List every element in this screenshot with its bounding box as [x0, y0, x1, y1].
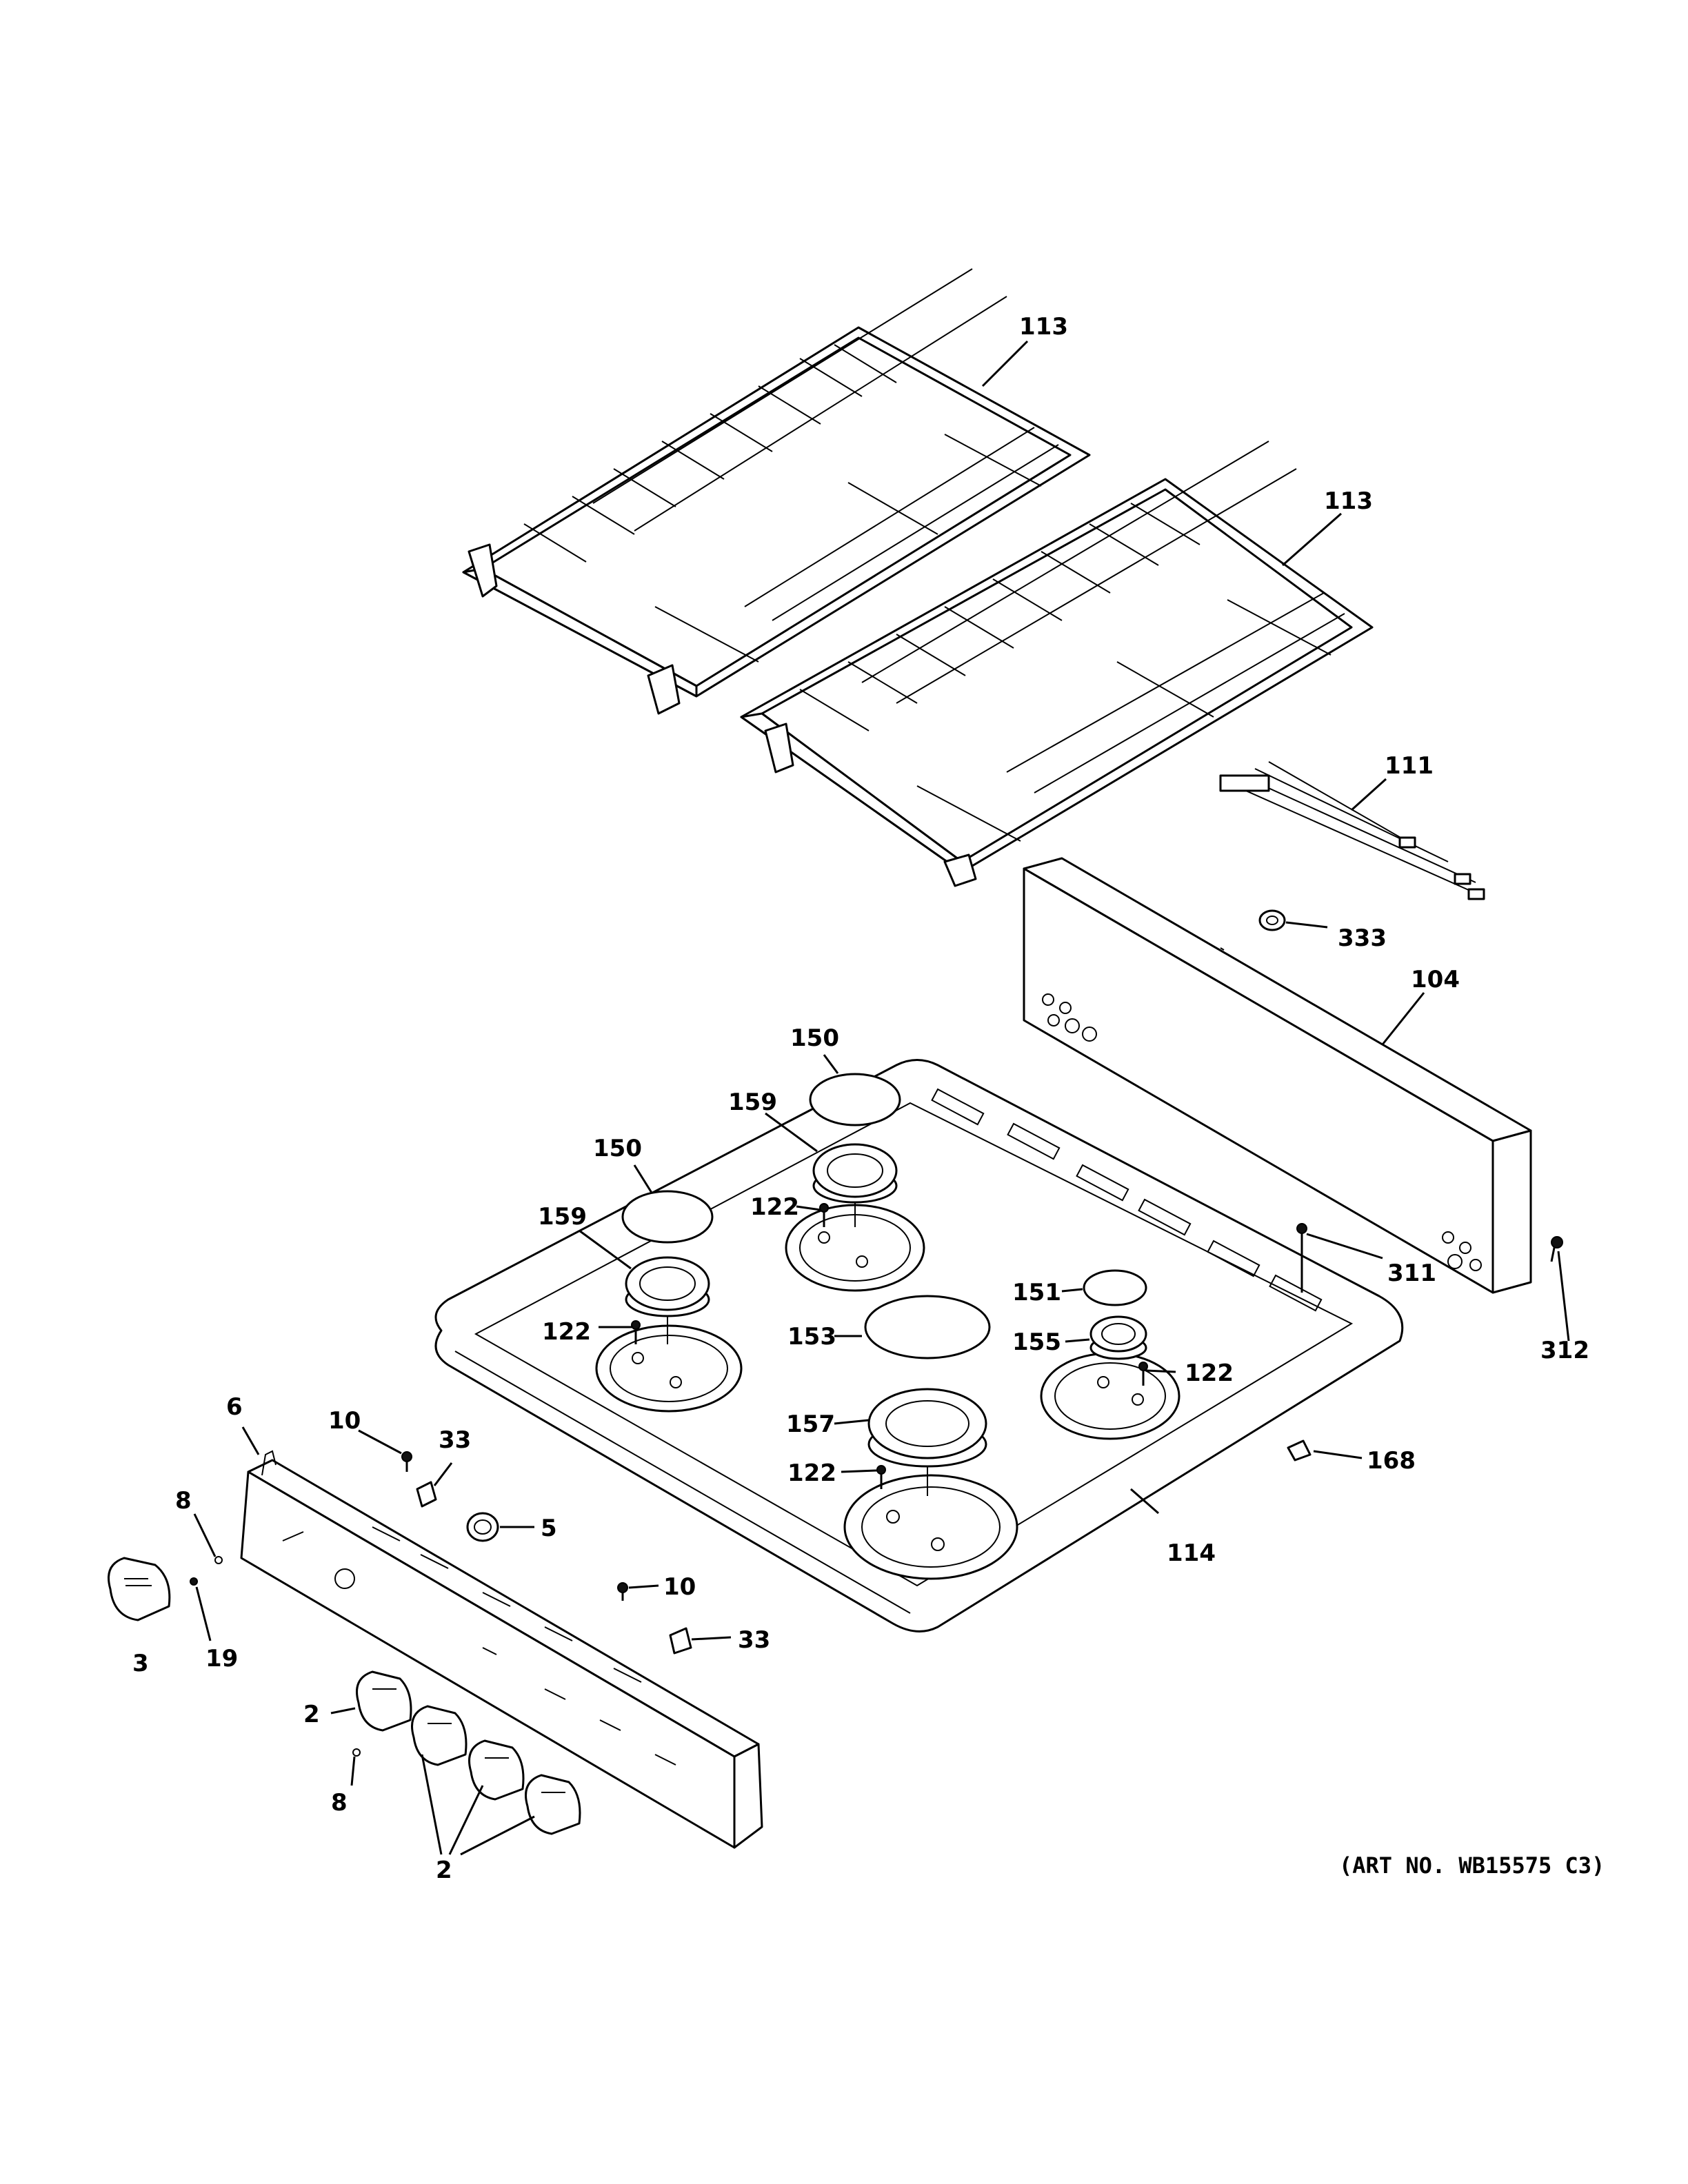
cap-center: [864, 1295, 991, 1359]
knob-1: [356, 1670, 412, 1732]
callout-2-single: 2: [303, 1701, 320, 1728]
clip-mid: [669, 1627, 692, 1655]
head-large: [867, 1388, 987, 1496]
callout-157: 157: [786, 1410, 835, 1438]
screw-panel-mid: [617, 1582, 628, 1601]
bumper: [1258, 909, 1286, 931]
backguard: [1023, 857, 1532, 1294]
callout-150-front: 150: [593, 1135, 642, 1162]
knob-left: [108, 1557, 171, 1621]
callout-2-group: 2: [436, 1857, 452, 1884]
small-knob: [466, 1512, 499, 1542]
callout-122-front-left: 122: [542, 1318, 591, 1346]
cap-small: [1083, 1269, 1147, 1306]
head-rear-left: [812, 1143, 898, 1227]
callout-333: 333: [1338, 924, 1387, 952]
callout-113-left: 113: [1019, 313, 1068, 341]
callout-33-top: 33: [439, 1426, 471, 1454]
callout-159-front: 159: [538, 1203, 587, 1231]
callout-113-right: 113: [1324, 487, 1373, 515]
callout-312: 312: [1540, 1337, 1589, 1364]
spring-bottom: [352, 1748, 361, 1757]
callout-10-mid: 10: [663, 1573, 696, 1601]
burner-base-front-right: [843, 1474, 1018, 1580]
callout-150-rear: 150: [790, 1024, 839, 1052]
spring-left: [214, 1556, 223, 1564]
callout-159-rear: 159: [728, 1089, 777, 1116]
callout-33-mid: 33: [738, 1626, 770, 1654]
knob-3: [468, 1739, 525, 1801]
art-number: (ART NO. WB15575 C3): [1339, 1852, 1605, 1879]
callout-labels: 113 113 111 333 104 150 150 159 159 122 …: [132, 313, 1589, 1884]
screws: [631, 1203, 1563, 1489]
cap-rear-left: [809, 1073, 901, 1126]
callout-5: 5: [541, 1515, 557, 1542]
knob-4: [525, 1774, 581, 1835]
callout-168: 168: [1367, 1447, 1416, 1475]
head-small: [1089, 1315, 1147, 1360]
cap-front-left: [621, 1190, 714, 1244]
callout-114: 114: [1167, 1539, 1216, 1567]
screw-panel-top: [401, 1451, 412, 1472]
leader-lines: [193, 340, 1570, 1856]
clip-cooktop: [1287, 1439, 1312, 1462]
burner-base-front-left: [595, 1324, 743, 1413]
callout-8-left: 8: [175, 1487, 192, 1515]
wire-harness: [1219, 761, 1485, 900]
callout-3: 3: [132, 1650, 149, 1677]
control-panel: [240, 1450, 763, 1849]
callout-19: 19: [205, 1645, 238, 1672]
callout-6: 6: [226, 1393, 243, 1421]
knob-2: [411, 1705, 468, 1766]
callout-122-rear-right: 122: [1185, 1359, 1234, 1387]
grate-left: [462, 268, 1091, 715]
callout-10-top: 10: [328, 1407, 361, 1435]
callout-155: 155: [1012, 1328, 1061, 1356]
callout-151: 151: [1012, 1279, 1061, 1306]
callout-111: 111: [1385, 752, 1434, 780]
clip-top: [416, 1481, 437, 1508]
callout-122-rear-left: 122: [750, 1193, 799, 1221]
callout-104: 104: [1411, 966, 1460, 993]
callout-122-front-right: 122: [787, 1459, 836, 1487]
callout-153: 153: [787, 1323, 836, 1351]
burner-base-rear-right: [1040, 1352, 1180, 1440]
callout-311: 311: [1387, 1260, 1436, 1287]
grate-right: [740, 441, 1374, 887]
callout-8-bottom: 8: [331, 1789, 348, 1817]
washer: [190, 1577, 198, 1586]
head-front-left: [625, 1256, 710, 1344]
